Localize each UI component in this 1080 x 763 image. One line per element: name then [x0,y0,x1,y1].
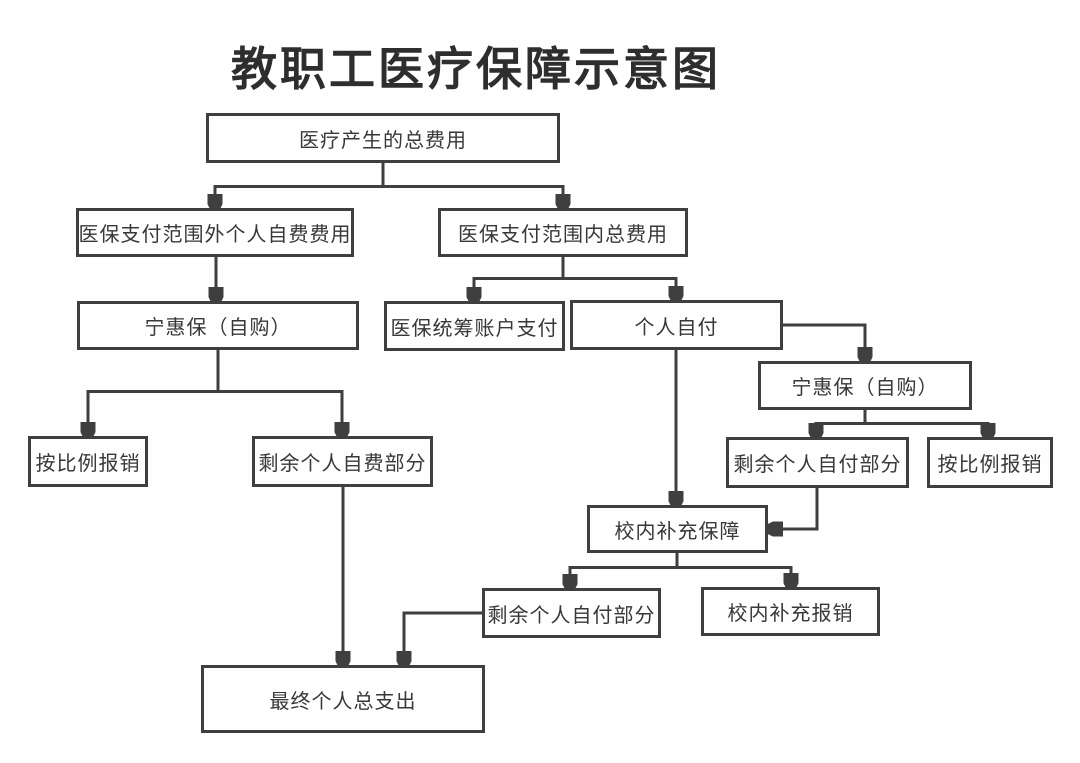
edge-in-scope-to-self-pay [561,257,676,299]
edge-ninghuibao-right-to-remaining-pay-right [816,410,867,436]
edge-campus-supplement-to-campus-reimburse [675,553,791,586]
edge-in-scope-to-pooled-account [474,257,565,300]
node-remaining-self-fee: 剩余个人自费部分 [252,436,433,487]
edge-total-cost-to-in-scope [381,163,563,207]
node-self-pay: 个人自付 [570,300,783,350]
page-title: 教职工医疗保障示意图 [231,43,721,95]
node-out-of-scope-self-fee: 医保支付范围外个人自费费用 [76,208,354,257]
node-remaining-self-pay-right: 剩余个人自付部分 [726,437,909,488]
node-proportional-reimburse-right: 按比例报销 [927,437,1053,488]
edge-ninghuibao-left-to-proportional-left [88,350,220,435]
node-campus-supplement-reimburse: 校内补充报销 [701,587,880,636]
node-final-total-spend: 最终个人总支出 [201,665,485,733]
edge-ninghuibao-left-to-remaining-fee [216,350,342,435]
node-remaining-self-pay-bottom: 剩余个人自付部分 [482,588,661,638]
node-total-cost: 医疗产生的总费用 [206,113,560,163]
edge-campus-supplement-to-remaining-pay-bottom [570,553,679,587]
node-ninghuibao-left: 宁惠保（自购） [77,301,359,350]
node-campus-supplement: 校内补充保障 [587,505,768,553]
edge-remaining-pay-right-to-campus-supplement [770,488,819,529]
edge-ninghuibao-right-to-proportional-right [863,410,988,436]
node-proportional-reimburse-left: 按比例报销 [28,436,148,487]
node-in-scope-total: 医保支付范围内总费用 [438,208,688,257]
node-ninghuibao-right: 宁惠保（自购） [758,361,972,410]
edge-self-pay-to-ninghuibao-right [783,323,865,360]
edge-total-cost-to-out-of-scope [215,163,385,207]
edge-remaining-pay-bottom-to-final-total [404,611,482,664]
node-pooled-account-pay: 医保统筹账户支付 [384,301,565,351]
